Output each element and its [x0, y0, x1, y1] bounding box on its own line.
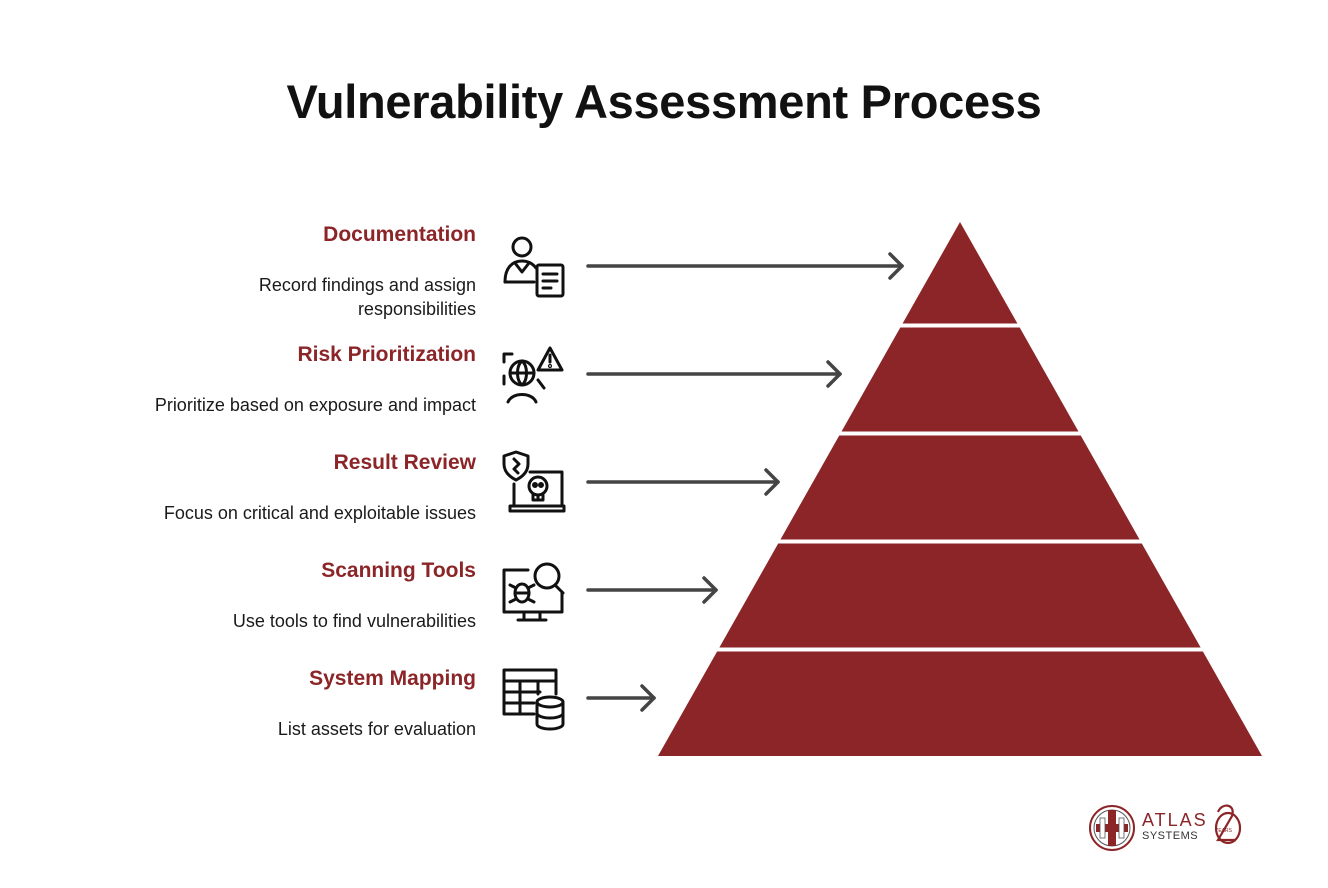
step-description-documentation: Record findings and assign responsibilit… — [258, 275, 476, 319]
step-description-system-mapping: List assets for evaluation — [277, 719, 476, 739]
globe-warning-icon — [502, 346, 564, 404]
step-heading-scanning-tools: Scanning Tools — [321, 559, 476, 582]
step-description-result-review: Focus on critical and exploitable issues — [163, 503, 476, 523]
person-document-icon — [503, 236, 565, 298]
step-heading-documentation: Documentation — [323, 223, 476, 246]
logo-name: ATLAS — [1142, 810, 1208, 830]
arrow-result-review — [586, 468, 780, 496]
step-description-risk-prioritization: Prioritize based on exposure and impact — [154, 395, 476, 415]
shield-skull-laptop-icon — [502, 450, 566, 513]
pyramid-shape — [658, 222, 1262, 756]
logo-badge-word: YEARS — [1215, 828, 1232, 834]
logo-subtitle: SYSTEMS — [1142, 830, 1199, 842]
atlas-systems-logo: ATLAS SYSTEMS YEARS — [1086, 800, 1256, 856]
step-heading-system-mapping: System Mapping — [309, 667, 476, 690]
bug-magnifier-monitor-icon — [502, 562, 565, 622]
arrow-documentation — [586, 252, 904, 280]
arrow-scanning-tools — [586, 576, 718, 604]
table-database-icon — [502, 668, 565, 731]
page-title: Vulnerability Assessment Process — [286, 75, 1042, 128]
step-heading-result-review: Result Review — [333, 451, 476, 474]
arrow-system-mapping — [586, 684, 656, 712]
pyramid-dividers — [700, 323, 1220, 652]
step-heading-risk-prioritization: Risk Prioritization — [297, 343, 476, 366]
step-description-scanning-tools: Use tools to find vulnerabilities — [232, 611, 476, 631]
arrow-risk-prioritization — [586, 360, 842, 388]
logo-emblem-icon — [1089, 804, 1242, 851]
